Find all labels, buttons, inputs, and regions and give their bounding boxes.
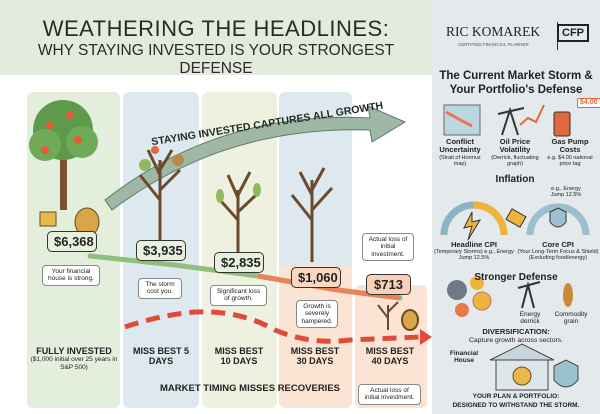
shield-icon <box>553 359 579 388</box>
commodity-label: Commodity grain <box>554 311 588 326</box>
bottom-label: MARKET TIMING MISSES RECOVERIES <box>160 383 340 394</box>
note-miss-40-bottom: Actual loss of initial investment. <box>358 384 421 405</box>
diversification-detail: Capture growth across sectors. <box>468 337 564 344</box>
value-fully-invested: $6,368 <box>47 231 97 252</box>
value-miss-5: $3,935 <box>136 240 186 261</box>
risk-conflict: Conflict Uncertainty(Strait of Hormuz ma… <box>434 137 486 167</box>
label-miss-30: MISS BEST 30 DAYS <box>290 346 340 367</box>
growth-arrow <box>104 105 407 211</box>
cpi-label: Core CPI <box>542 240 574 249</box>
diagram-graphics <box>29 100 432 345</box>
percent-tag-icon <box>505 208 527 228</box>
logo-tagline: CERTIFIED FINANCIAL PLANNER <box>458 42 529 47</box>
label-miss-10: MISS BEST 10 DAYS <box>214 346 264 367</box>
inflation-title: Inflation <box>495 174 535 185</box>
tree-5-icon <box>138 146 184 240</box>
value-miss-30: $1,060 <box>291 267 341 288</box>
column-miss-30 <box>279 92 352 408</box>
core-cpi: Core CPI(Your Long-Term Focus & Shield) … <box>516 240 600 262</box>
logo: RIC KOMAREK CERTIFIED FINANCIAL PLANNER … <box>440 20 595 52</box>
value-decline-line-red <box>257 273 401 301</box>
risk-label: Oil Price Volatility <box>499 137 531 155</box>
value-miss-10: $2,835 <box>214 252 264 273</box>
risk-label: Conflict Uncertainty <box>439 137 481 155</box>
plan-title: YOUR PLAN & PORTFOLIO: <box>472 393 560 400</box>
market-timing-arrow <box>124 309 421 344</box>
header-banner <box>0 0 432 75</box>
cpi-detail: (Your Long-Term Focus & Shield) (Excludi… <box>517 249 599 262</box>
note-miss-5: The storm cost you. <box>138 278 182 299</box>
page-subtitle: WHY STAYING INVESTED IS YOUR STRONGEST D… <box>37 42 395 77</box>
grain-icon <box>563 283 573 307</box>
risk-label: Gas Pump Costs <box>551 137 589 155</box>
plan-detail: DESIGNED TO WITHSTAND THE STORM. <box>452 402 580 409</box>
map-icon <box>443 104 481 136</box>
tree-30-icon <box>290 167 334 262</box>
gears-coins-icon <box>447 276 492 317</box>
label-text: FULLY INVESTED <box>36 346 112 356</box>
gas-price-tag: $4.00 <box>577 98 600 109</box>
bank-icon <box>489 343 555 391</box>
arrow-head <box>420 329 432 345</box>
risk-detail: e.g. $4.00 national price tag <box>547 154 593 167</box>
note-miss-10: Significant loss of growth. <box>210 285 267 306</box>
value-miss-40: $713 <box>366 274 411 295</box>
label-fully-invested: FULLY INVESTED ($1,000 initial over 25 y… <box>30 346 118 371</box>
core-cpi-gauge-icon <box>526 203 590 236</box>
note-fully-invested: Your financial house is strong. <box>42 265 100 286</box>
risk-detail: (Derrick, fluctuating graph) <box>491 154 539 167</box>
oil-derrick-icon <box>497 104 545 136</box>
tree-10-icon <box>216 171 261 252</box>
headline-cpi: Headline CPI(Temporary Storms) e.g., Ene… <box>432 240 516 262</box>
risk-detail: (Strait of Hormuz map) <box>439 154 481 167</box>
panel-title: The Current Market Storm & Your Portfoli… <box>439 70 593 96</box>
label-miss-40: MISS BEST 40 DAYS <box>365 346 415 367</box>
note-miss-40-top: Actual loss of initial investment. <box>362 233 414 262</box>
logo-name: RIC KOMAREK <box>446 24 541 39</box>
tree-40-icon <box>377 301 419 331</box>
cfp-badge: CFP <box>557 24 589 42</box>
inflation-note: e.g., Energy Jump 12.5% <box>550 186 582 199</box>
label-miss-5: MISS BEST 5 DAYS <box>133 346 190 367</box>
page-title: WEATHERING THE HEADLINES: <box>42 16 390 41</box>
tree-full-icon <box>29 100 100 237</box>
defense-title: Stronger Defense <box>474 272 558 283</box>
risk-oil: Oil Price Volatility(Derrick, fluctuatin… <box>488 137 542 167</box>
panel-icons <box>440 104 590 391</box>
energy-derrick-icon <box>517 281 541 309</box>
financial-house-label: Financial House <box>449 350 479 365</box>
diversification-title: DIVERSIFICATION: <box>482 327 550 336</box>
headline-cpi-gauge-icon <box>440 201 508 241</box>
note-miss-30: Growth is severely hampered. <box>296 300 338 329</box>
label-subtext: ($1,000 initial over 25 years in S&P 500… <box>30 356 118 371</box>
cpi-label: Headline CPI <box>451 240 497 249</box>
energy-label: Energy derrick <box>519 311 541 326</box>
gas-pump-icon <box>553 111 571 137</box>
cpi-detail: (Temporary Storms) e.g., Energy Jump 12.… <box>434 249 514 262</box>
